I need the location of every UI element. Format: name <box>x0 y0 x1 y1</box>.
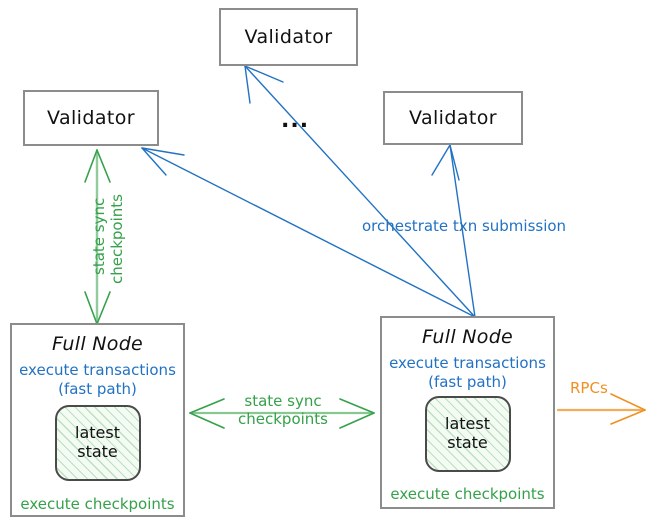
validator-node-top-label: Validator <box>244 26 333 48</box>
fullnode-right[interactable]: Full Node execute transactions (fast pat… <box>380 316 555 509</box>
edge-label-state-sync-horizontal-line1: state sync <box>244 392 322 410</box>
validator-node-left-label: Validator <box>47 107 135 129</box>
fullnode-right-latest-state-line2: state <box>447 432 488 452</box>
edge-rpcs <box>556 393 646 425</box>
edge-label-state-sync-vertical-line2: checkpoints <box>108 194 126 284</box>
fullnode-left[interactable]: Full Node execute transactions (fast pat… <box>10 323 185 517</box>
edge-label-state-sync-vertical-line1: state sync <box>90 197 108 275</box>
validator-node-right[interactable]: Validator <box>383 91 523 145</box>
edge-label-orchestrate-txn-submission: orchestrate txn submission <box>362 217 567 235</box>
fullnode-left-execute-transactions-line1: execute transactions <box>19 361 176 379</box>
fullnode-right-execute-transactions-line1: execute transactions <box>389 354 546 372</box>
fullnode-left-title: Full Node <box>51 333 144 355</box>
fullnode-right-execute-transactions-line2: (fast path) <box>428 372 507 391</box>
validator-node-top[interactable]: Validator <box>219 8 358 66</box>
edge-orchestrate-txn-submission <box>141 65 476 318</box>
edge-label-state-sync-horizontal-line2: checkpoints <box>238 410 328 428</box>
edge-label-state-sync-horizontal: state sync checkpoints <box>228 392 338 428</box>
fullnode-left-latest-state-line1: latest <box>75 422 120 442</box>
validator-node-right-label: Validator <box>409 107 497 129</box>
fullnode-left-execute-transactions: execute transactions (fast path) <box>19 361 176 399</box>
fullnode-left-execute-transactions-line2: (fast path) <box>58 379 137 398</box>
edge-label-rpcs: RPCs <box>570 379 608 397</box>
fullnode-left-latest-state-box: latest state <box>54 404 141 481</box>
edge-state-sync-horizontal <box>189 398 375 429</box>
validator-node-left[interactable]: Validator <box>23 90 159 146</box>
fullnode-right-execute-transactions: execute transactions (fast path) <box>389 354 546 392</box>
validators-ellipsis: ... <box>281 108 310 133</box>
edge-state-sync-vertical <box>84 149 111 325</box>
fullnode-left-latest-state-line2: state <box>77 441 118 461</box>
fullnode-left-execute-checkpoints: execute checkpoints <box>20 494 175 513</box>
fullnode-right-latest-state-box: latest state <box>424 395 511 472</box>
fullnode-right-execute-checkpoints: execute checkpoints <box>390 484 545 503</box>
fullnode-right-latest-state-line1: latest <box>445 413 490 433</box>
fullnode-right-title: Full Node <box>421 326 514 348</box>
